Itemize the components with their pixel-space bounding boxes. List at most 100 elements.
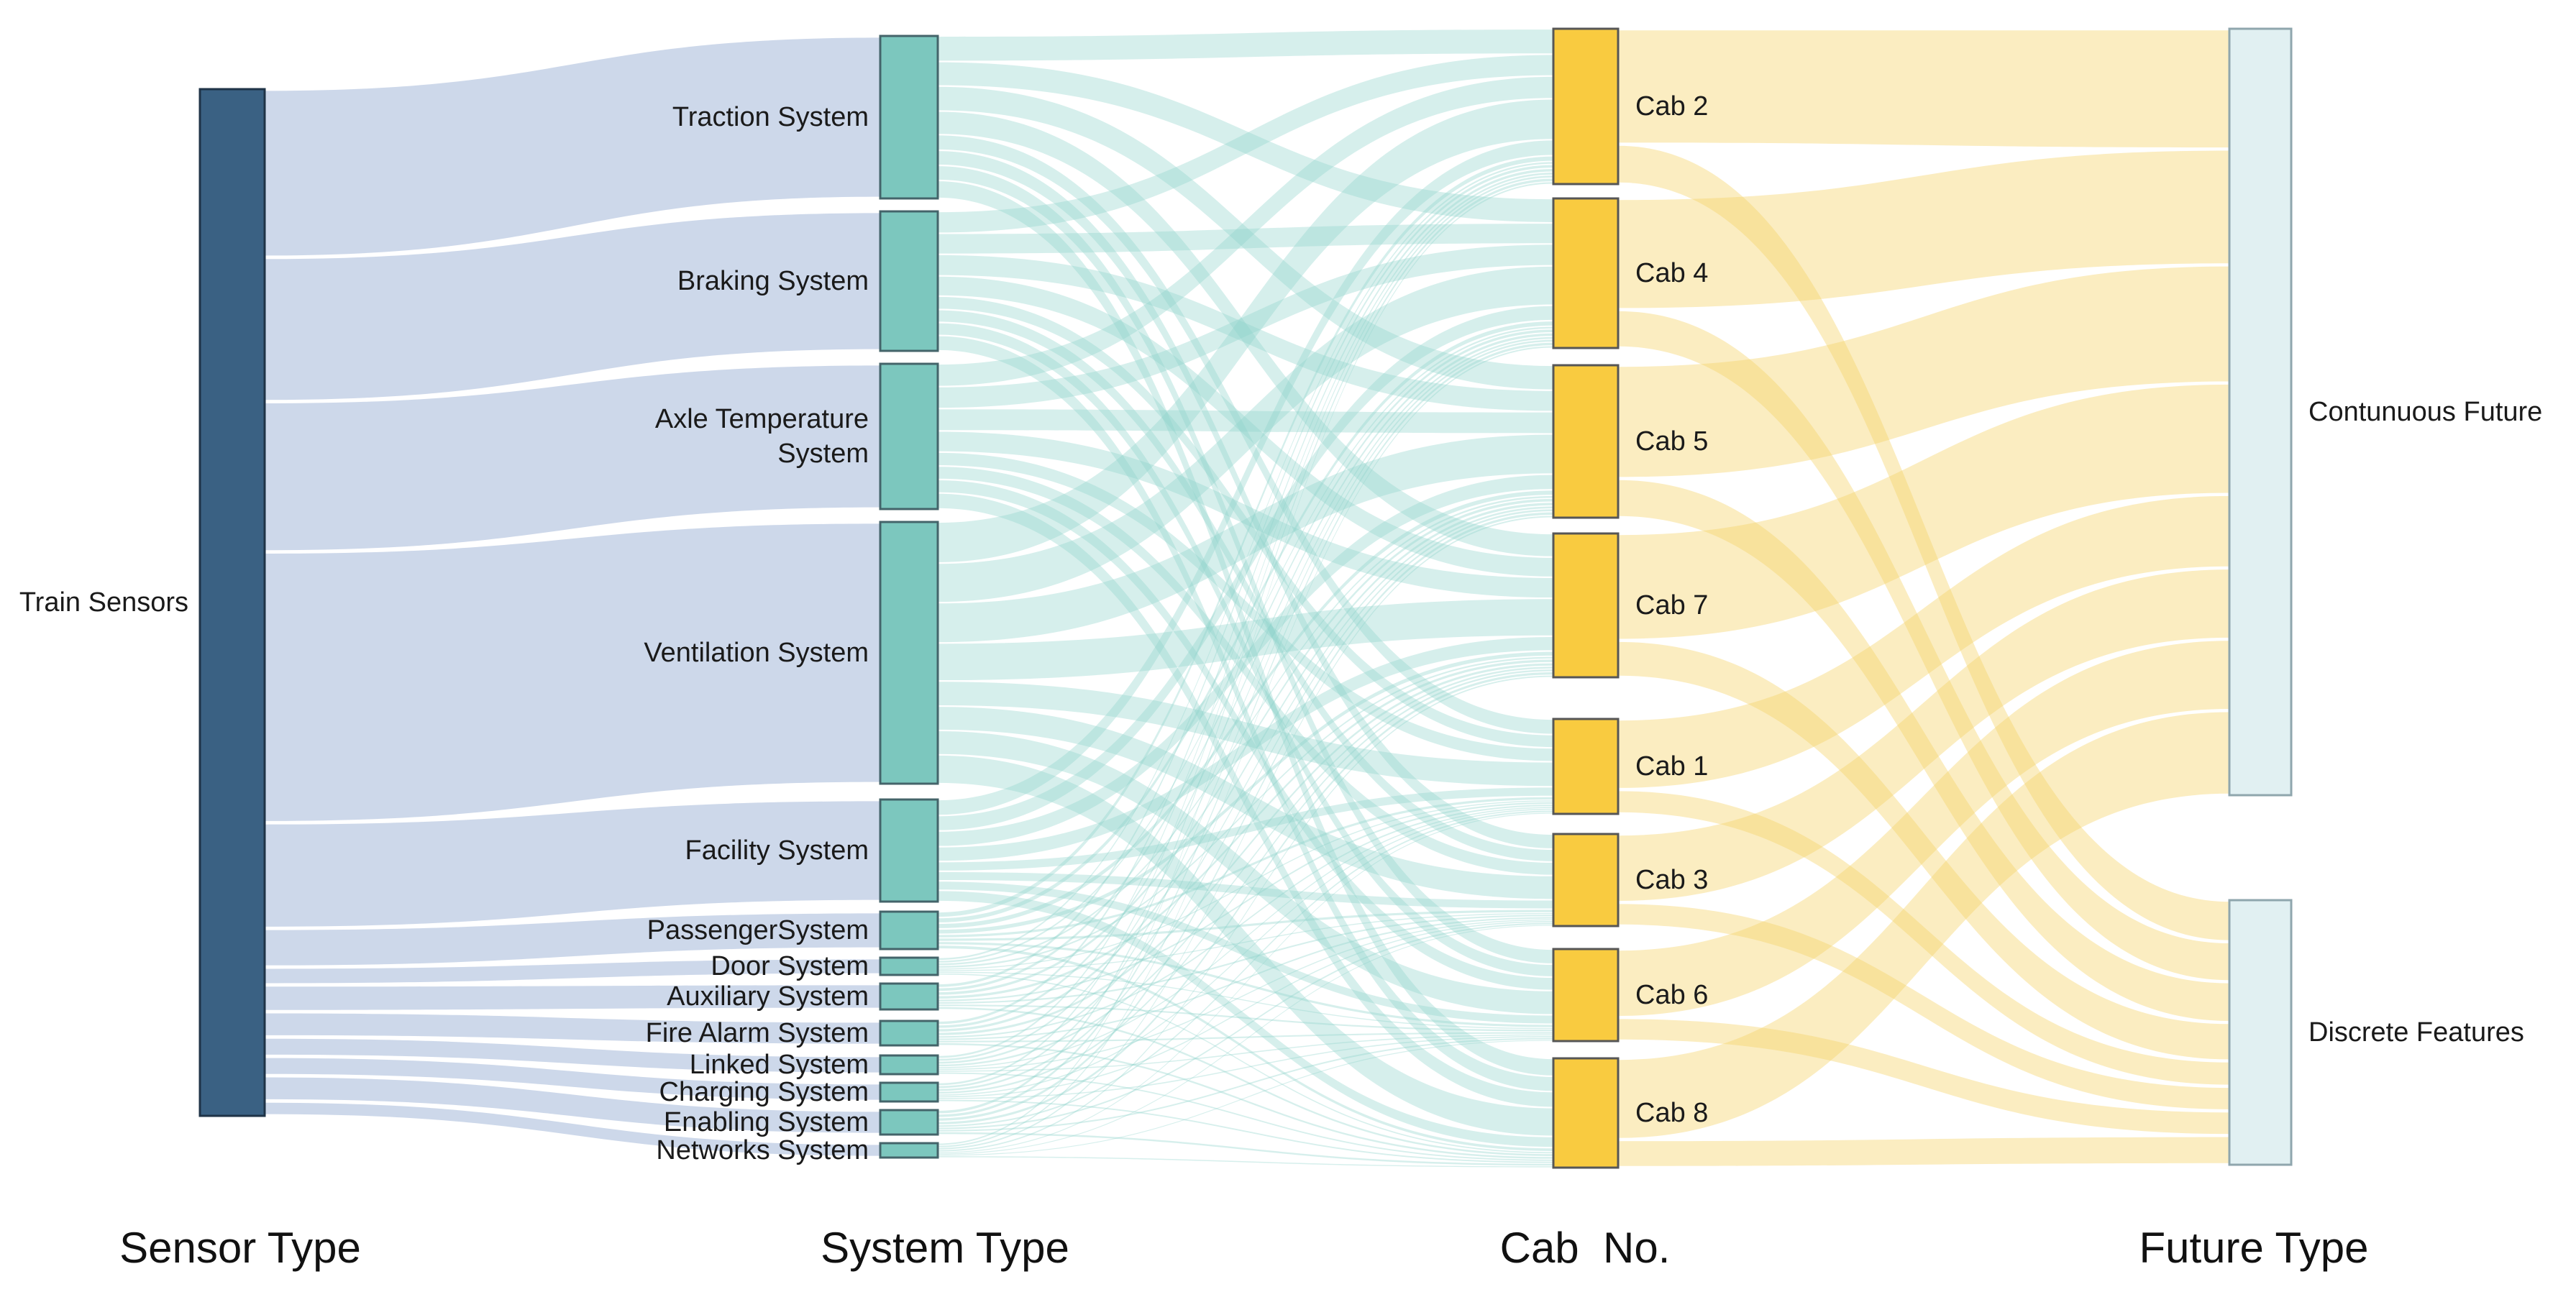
flow-axle-temperature-system-to-cab-5 [938,409,1553,434]
node-door-system [879,956,939,976]
flow-traction-system-to-cab-7 [938,111,1553,556]
flow-braking-system-to-cab-2 [938,55,1553,233]
flow-ventilation-system-to-cab-4 [938,266,1553,603]
node-cab-7 [1552,532,1620,679]
flow-train-sensors-to-braking-system [265,213,880,400]
node-braking-system [879,210,939,352]
flow-traction-system-to-cab-8 [938,181,1553,1076]
flow-fire-alarm-system-to-cab-2 [938,169,1553,1025]
flow-networks-system-to-cab-6 [938,1040,1553,1156]
label-cab-2: Cab 2 [1635,91,1708,122]
flow-ribbons-layer [265,29,2229,1168]
flow-passengersystem-to-cab-2 [938,156,1553,917]
label-linked-system: Linked System [690,1050,869,1080]
label-enabling-system: Enabling System [664,1107,869,1137]
flow-networks-system-to-cab-5 [938,516,1553,1150]
flow-cab-7-to-discrete-features [1618,641,2229,1060]
flow-traction-system-to-cab-3 [938,151,1553,848]
flow-networks-system-to-cab-4 [938,346,1553,1147]
node-cab-1 [1552,718,1620,815]
flow-linked-system-to-cab-1 [938,807,1553,1068]
flow-cab-5-to-contunuous-future [1618,266,2229,477]
flow-linked-system-to-cab-4 [938,336,1553,1061]
flow-train-sensors-to-charging-system [265,1058,880,1100]
flow-fire-alarm-system-to-cab-3 [938,917,1553,1040]
flow-door-system-to-cab-1 [938,800,1553,970]
flow-train-sensors-to-ventilation-system [265,523,880,821]
flow-train-sensors-to-door-system [265,959,880,984]
flow-passengersystem-to-cab-4 [938,321,1553,922]
flow-braking-system-to-cab-3 [938,310,1553,861]
label-train-sensors: Train Sensors [19,587,188,618]
node-cab-4 [1552,197,1620,349]
flow-axle-temperature-system-to-cab-4 [938,244,1553,408]
flow-braking-system-to-cab-5 [938,255,1553,411]
flow-auxiliary-system-to-cab-5 [938,498,1553,995]
flow-enabling-system-to-cab-8 [938,1132,1553,1166]
flow-train-sensors-to-fire-alarm-system [265,1013,880,1044]
flow-traction-system-to-cab-4 [938,62,1553,222]
flow-charging-system-to-cab-5 [938,509,1553,1091]
column-title-sensor-type: Sensor Type [119,1224,361,1272]
flow-auxiliary-system-to-cab-7 [938,659,1553,999]
flow-ventilation-system-to-cab-6 [938,731,1553,1014]
flow-charging-system-to-cab-4 [938,339,1553,1089]
flow-auxiliary-system-to-cab-1 [938,802,1553,1002]
node-traction-system [879,35,939,200]
node-cab-5 [1552,364,1620,519]
flow-networks-system-to-cab-2 [938,182,1553,1145]
flow-auxiliary-system-to-cab-3 [938,915,1553,1004]
label-facility-system: Facility System [685,835,869,866]
flow-train-sensors-to-facility-system [265,801,880,927]
flow-cab-4-to-contunuous-future [1618,150,2229,308]
label-cab-6: Cab 6 [1635,980,1708,1010]
flow-charging-system-to-cab-8 [938,1099,1553,1163]
flow-ventilation-system-to-cab-5 [938,434,1553,643]
flow-door-system-to-cab-6 [938,971,1553,1030]
flow-passengersystem-to-cab-8 [938,945,1553,1151]
label-cab-5: Cab 5 [1635,426,1708,457]
node-discrete-features [2228,899,2293,1166]
flow-charging-system-to-cab-3 [938,921,1553,1098]
node-contunuous-future [2228,27,2293,797]
flow-charging-system-to-cab-1 [938,808,1553,1096]
flow-facility-system-to-cab-8 [938,891,1553,1147]
flow-facility-system-to-cab-7 [938,636,1553,861]
flow-auxiliary-system-to-cab-4 [938,329,1553,991]
node-cab-2 [1552,27,1620,185]
flow-enabling-system-to-cab-1 [938,810,1553,1127]
flow-traction-system-to-cab-6 [938,166,1553,963]
flow-braking-system-to-cab-4 [938,224,1553,254]
flow-axle-temperature-system-to-cab-2 [938,76,1553,386]
flow-networks-system-to-cab-7 [938,675,1553,1152]
flow-axle-temperature-system-to-cab-8 [938,493,1553,1107]
node-fire-alarm-system [879,1020,939,1047]
flow-linked-system-to-cab-5 [938,506,1553,1064]
flow-facility-system-to-cab-2 [938,140,1553,815]
flow-facility-system-to-cab-5 [938,475,1553,846]
flow-braking-system-to-cab-8 [938,336,1553,1091]
flow-passengersystem-to-cab-3 [938,910,1553,941]
node-axle-temperature-system [879,362,939,510]
node-auxiliary-system [879,982,939,1011]
flow-door-system-to-cab-8 [938,973,1553,1154]
flow-passengersystem-to-cab-7 [938,651,1553,934]
flow-networks-system-to-cab-3 [938,925,1553,1155]
flow-facility-system-to-cab-4 [938,306,1553,830]
node-facility-system [879,798,939,903]
flow-charging-system-to-cab-7 [938,669,1553,1094]
flow-traction-system-to-cab-2 [938,29,1553,61]
flow-enabling-system-to-cab-2 [938,178,1553,1114]
flow-cab-8-to-discrete-features [1618,1137,2229,1166]
label-cab-3: Cab 3 [1635,865,1708,895]
column-title-cab-no: Cab No. [1500,1224,1671,1272]
flow-linked-system-to-cab-7 [938,666,1553,1067]
column-titles: Sensor Type System Type Cab No. Future T… [119,1224,2368,1272]
flow-ventilation-system-to-cab-3 [938,707,1553,899]
label-fire-alarm-system: Fire Alarm System [646,1018,869,1048]
node-linked-system [879,1054,939,1076]
flow-axle-temperature-system-to-cab-1 [938,452,1553,761]
flow-enabling-system-to-cab-4 [938,342,1553,1117]
